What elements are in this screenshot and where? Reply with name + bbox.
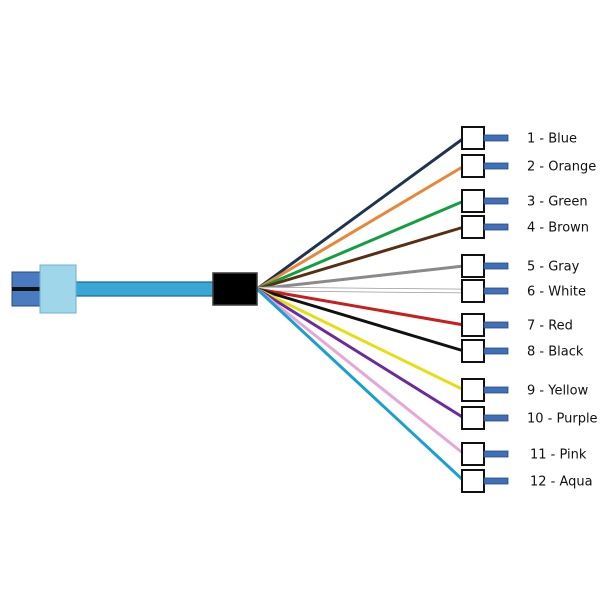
fiber-connector-box-7	[461, 313, 485, 337]
fiber-connector-6	[461, 279, 509, 303]
fiber-connector-box-9	[461, 378, 485, 402]
fiber-connector-box-2	[461, 154, 485, 178]
fiber-ferrule-4	[483, 223, 509, 231]
fiber-label-6: 6 - White	[527, 285, 586, 300]
fiber-ferrule-5	[483, 262, 509, 270]
fiber-connector-1	[461, 126, 509, 150]
fiber-connector-2	[461, 154, 509, 178]
fiber-label-12: 12 - Aqua	[530, 475, 593, 490]
fiber-ferrule-9	[483, 386, 509, 394]
fiber-label-1: 1 - Blue	[527, 132, 577, 147]
fiber-ferrule-2	[483, 162, 509, 170]
trunk-cable	[76, 281, 216, 297]
fiber-connector-10	[461, 406, 509, 430]
fiber-connector-5	[461, 254, 509, 278]
fiber-ferrule-11	[483, 450, 509, 458]
fiber-label-11: 11 - Pink	[530, 448, 587, 463]
fiber-connector-box-11	[461, 442, 485, 466]
fiber-connector-box-12	[461, 469, 485, 493]
fiber-connector-12	[461, 469, 509, 493]
fiber-connector-3	[461, 189, 509, 213]
fiber-label-3: 3 - Green	[527, 195, 588, 210]
fiber-connector-8	[461, 339, 509, 363]
fiber-line-12	[255, 287, 466, 483]
input-connector	[11, 264, 77, 314]
trunk-cable-body	[76, 282, 216, 296]
fiber-line-1	[255, 136, 466, 291]
fiber-label-8: 8 - Black	[527, 345, 584, 360]
fiber-line-9	[255, 287, 466, 392]
fiber-label-2: 2 - Orange	[527, 160, 596, 175]
fiber-label-5: 5 - Gray	[527, 260, 580, 275]
fiber-lines	[254, 136, 467, 483]
fiber-ferrule-7	[483, 321, 509, 329]
fiber-ferrule-6	[483, 287, 509, 295]
fiber-line-8	[255, 287, 466, 353]
fiber-ferrule-3	[483, 197, 509, 205]
connector-body	[39, 264, 77, 314]
fiber-line-11	[255, 287, 466, 456]
fiber-line-5	[255, 264, 466, 291]
fiber-connector-box-4	[461, 215, 485, 239]
fiber-line-4	[255, 225, 466, 291]
connector-ferrule-key	[12, 287, 42, 291]
fiber-line-6	[255, 287, 466, 293]
fiber-ferrule-1	[483, 134, 509, 142]
fiber-line-3	[255, 199, 466, 291]
fiber-connector-11	[461, 442, 509, 466]
fiber-connector-box-5	[461, 254, 485, 278]
fiber-line-2	[255, 164, 466, 291]
fiber-label-9: 9 - Yellow	[527, 384, 589, 399]
fiber-line-7	[255, 287, 466, 327]
fiber-connector-4	[461, 215, 509, 239]
breakout-box	[212, 272, 258, 306]
fiber-ferrule-12	[483, 477, 509, 485]
fiber-connector-box-8	[461, 339, 485, 363]
fiber-label-7: 7 - Red	[527, 319, 573, 334]
fiber-connector-box-6	[461, 279, 485, 303]
fiber-connector-box-10	[461, 406, 485, 430]
fiber-connector-box-3	[461, 189, 485, 213]
fiber-connector-box-1	[461, 126, 485, 150]
fiber-ends: 1 - Blue 2 - Orange 3 - Green 4 - Brown 5 - …	[461, 126, 598, 493]
fiber-label-4: 4 - Brown	[527, 221, 589, 236]
fiber-ferrule-10	[483, 414, 509, 422]
fiber-label-10: 10 - Purple	[527, 412, 598, 427]
fiber-connector-9	[461, 378, 509, 402]
fiber-ferrule-8	[483, 347, 509, 355]
fiber-connector-7	[461, 313, 509, 337]
fiber-line-10	[255, 287, 466, 420]
